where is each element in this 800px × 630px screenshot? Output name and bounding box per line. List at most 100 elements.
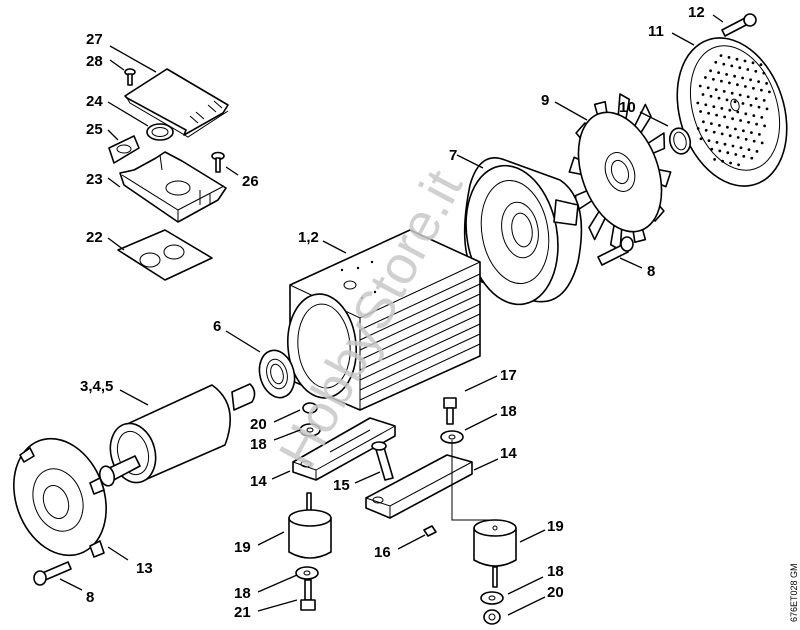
- washer-upper-right: [440, 430, 464, 444]
- callout-12: 12: [688, 4, 705, 21]
- grille-hole: [699, 137, 703, 141]
- callout-17: 17: [500, 367, 517, 384]
- grille-hole: [757, 80, 760, 83]
- grille-hole: [747, 120, 750, 124]
- callout-20-upper: 20: [250, 416, 267, 433]
- callouts: 27 28 24 25 23 26 22 12 11 9 10 7 8 1,2 …: [59, 4, 724, 621]
- grille-hole: [707, 139, 711, 143]
- callout-18-upper-right: 18: [500, 403, 517, 420]
- grille-hole: [722, 90, 726, 93]
- foot-right: [365, 440, 493, 532]
- grille-hole: [743, 59, 747, 63]
- grille-hole: [720, 107, 724, 110]
- grille-hole: [752, 114, 756, 117]
- grille-hole: [758, 133, 761, 136]
- grille-hole: [717, 71, 720, 74]
- grille-hole: [730, 91, 734, 95]
- grille-hole: [733, 74, 736, 78]
- grille-hole: [725, 73, 728, 76]
- callout-23: 23: [86, 171, 103, 188]
- callout-6: 6: [213, 318, 221, 335]
- grille-hole: [760, 116, 764, 119]
- grille-hole: [749, 78, 752, 82]
- end-shield-front: [13, 437, 107, 558]
- terminal-block: [108, 135, 140, 164]
- callout-25: 25: [86, 121, 103, 138]
- grille-hole: [746, 95, 750, 99]
- grille-hole: [741, 76, 744, 80]
- grille-hole: [760, 88, 763, 92]
- grille-hole: [741, 102, 745, 105]
- grille-hole: [755, 150, 759, 153]
- grille-hole: [742, 129, 745, 133]
- callout-26: 26: [242, 173, 259, 190]
- circlip: [668, 127, 692, 155]
- fan-cover: [676, 37, 788, 187]
- grille-hole: [713, 158, 716, 161]
- nut-lower: [483, 609, 501, 625]
- callout-18-upper-left: 18: [250, 436, 267, 453]
- foot-left: [292, 417, 396, 481]
- grille-hole: [749, 103, 753, 107]
- grille-hole: [699, 110, 702, 113]
- grille-hole: [734, 127, 737, 131]
- callout-13: 13: [136, 560, 153, 577]
- grille-hole: [754, 97, 758, 100]
- seal-ring: [146, 123, 174, 141]
- terminal-box-cover: [124, 68, 229, 138]
- grille-hole: [729, 161, 732, 165]
- cooling-fin: [359, 323, 481, 381]
- terminal-box: [119, 151, 227, 223]
- grille-hole: [752, 86, 755, 90]
- callout-15: 15: [333, 477, 350, 494]
- grille-hole: [719, 54, 723, 57]
- callout-3-4-5: 3,4,5: [80, 378, 113, 395]
- callout-1-2: 1,2: [298, 229, 319, 246]
- cooling-fin: [359, 293, 481, 351]
- foot-bolt: [371, 441, 394, 481]
- callout-20-lower: 20: [547, 584, 564, 601]
- grille-hole: [762, 71, 766, 75]
- callout-16: 16: [374, 544, 391, 561]
- washer-lower-right: [480, 591, 504, 605]
- grille-hole: [723, 142, 727, 146]
- grille-hole: [744, 112, 748, 116]
- cooling-fin: [359, 273, 481, 331]
- grille-hole: [714, 60, 718, 64]
- callout-14-left: 14: [250, 473, 267, 490]
- grille-hole: [721, 159, 724, 163]
- grille-hole: [714, 88, 718, 91]
- grille-hole: [760, 141, 764, 145]
- grille-hole: [726, 125, 729, 129]
- grille-hole: [709, 69, 712, 73]
- nut-upper: [302, 402, 318, 414]
- grille-hole: [739, 146, 743, 150]
- end-shield-screw-front: [33, 561, 72, 586]
- grille-hole: [728, 134, 732, 138]
- grille-hole: [717, 96, 721, 100]
- grille-hole: [757, 105, 761, 109]
- grille-hole: [709, 94, 713, 98]
- callout-11: 11: [648, 23, 664, 40]
- ball-bearing: [258, 349, 296, 399]
- grille-hole: [765, 107, 769, 111]
- grille-hole: [718, 124, 721, 127]
- vibration-mount-right: [473, 519, 517, 588]
- cooling-fin: [359, 333, 481, 391]
- end-shield-rear: [463, 157, 583, 306]
- fan-cover-grille: [696, 54, 771, 167]
- grille-hole: [738, 93, 742, 97]
- grille-hole: [725, 98, 729, 102]
- callout-28: 28: [86, 53, 103, 70]
- grille-hole: [701, 93, 705, 96]
- figure-code: 676ET028 GM: [789, 563, 799, 622]
- grille-hole: [722, 62, 726, 66]
- grille-hole: [704, 128, 708, 132]
- cooling-fin: [359, 343, 481, 401]
- bolt-lower: [300, 579, 316, 611]
- callout-19-right: 19: [547, 518, 564, 535]
- grille-hole: [726, 151, 730, 155]
- stator-housing: [287, 229, 481, 411]
- callout-19-left: 19: [234, 539, 251, 556]
